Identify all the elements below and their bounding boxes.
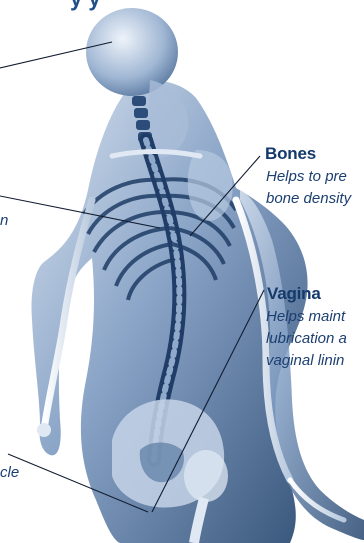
vagina-desc-line-2: lubrication a — [266, 328, 347, 350]
hip-joint — [184, 450, 228, 502]
vagina-desc-line-3: vaginal linin — [266, 350, 344, 372]
bones-desc-line-2: bone density — [266, 188, 351, 210]
left-fragment-bottom: cle — [0, 464, 19, 481]
vagina-desc-line-1: Helps maint — [266, 306, 345, 328]
left-fragment-mid: n — [0, 212, 8, 229]
bones-title: Bones — [265, 144, 316, 164]
bones-desc-line-1: Helps to pre — [266, 166, 347, 188]
skull — [86, 8, 178, 96]
vagina-title: Vagina — [267, 284, 321, 304]
elbow — [37, 423, 51, 437]
